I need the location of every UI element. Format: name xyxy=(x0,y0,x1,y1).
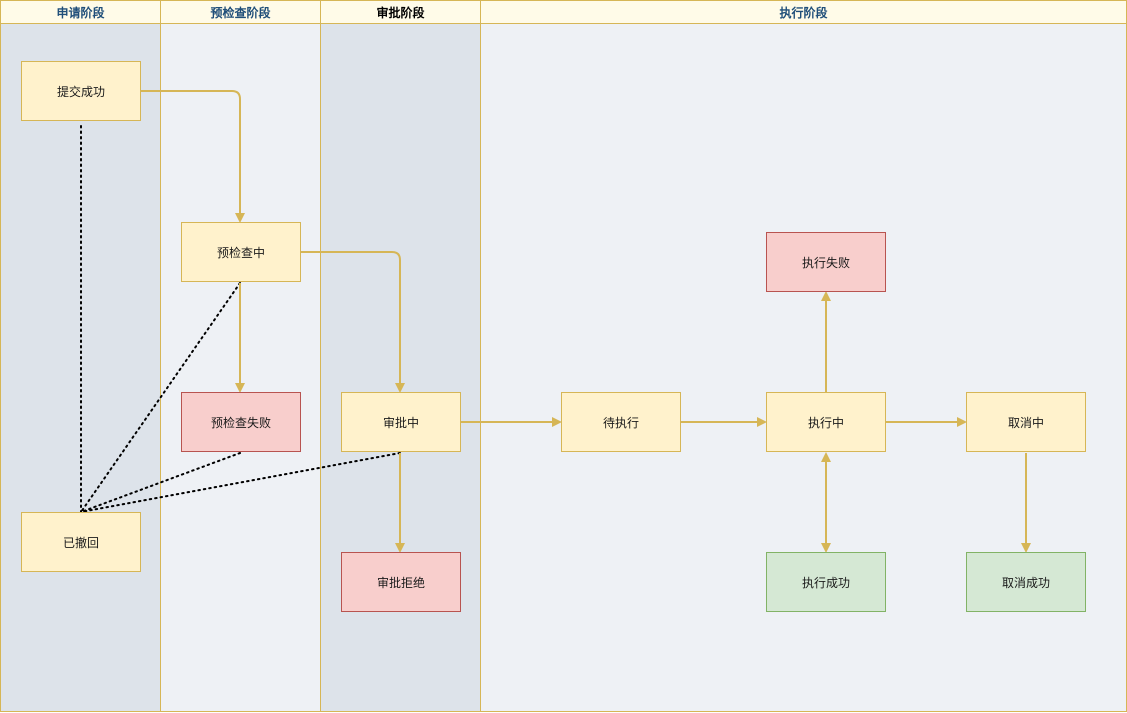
state-withdrawn[interactable]: 已撤回 xyxy=(21,512,141,572)
lane-precheck: 预检查阶段 xyxy=(160,0,321,712)
state-exec-failed[interactable]: 执行失败 xyxy=(766,232,886,292)
lane-precheck-title: 预检查阶段 xyxy=(161,1,320,24)
state-executing[interactable]: 执行中 xyxy=(766,392,886,452)
state-precheck-failed[interactable]: 预检查失败 xyxy=(181,392,301,452)
state-exec-success[interactable]: 执行成功 xyxy=(766,552,886,612)
lane-apply-title: 申请阶段 xyxy=(1,1,160,24)
state-cancelling[interactable]: 取消中 xyxy=(966,392,1086,452)
lane-approve-title: 审批阶段 xyxy=(321,1,480,24)
lane-execute-title: 执行阶段 xyxy=(481,1,1126,24)
state-pending[interactable]: 待执行 xyxy=(561,392,681,452)
state-cancel-success[interactable]: 取消成功 xyxy=(966,552,1086,612)
state-prechecking[interactable]: 预检查中 xyxy=(181,222,301,282)
state-submitted[interactable]: 提交成功 xyxy=(21,61,141,121)
state-rejected[interactable]: 审批拒绝 xyxy=(341,552,461,612)
state-approving[interactable]: 审批中 xyxy=(341,392,461,452)
